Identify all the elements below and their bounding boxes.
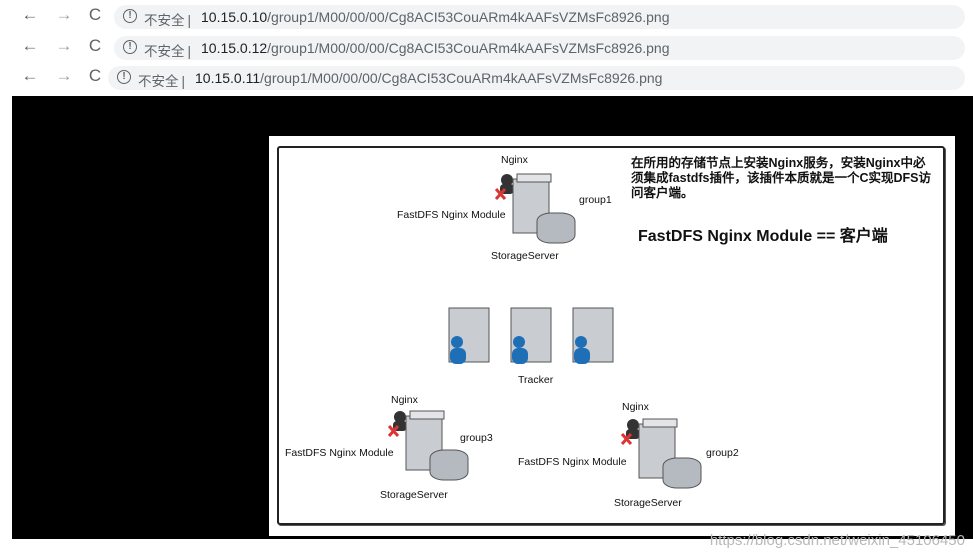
url-bar[interactable]: ! 不安全| 10.15.0.10/group1/M00/00/00/Cg8AC… bbox=[114, 5, 965, 29]
tracker-server-icon bbox=[507, 304, 557, 368]
reload-icon[interactable]: C bbox=[85, 5, 105, 25]
diagram-description: 在所用的存储节点上安装Nginx服务，安装Nginx中必须集成fastdfs插件… bbox=[631, 156, 931, 201]
nginx-label: Nginx bbox=[622, 401, 649, 413]
group-label: group2 bbox=[706, 447, 739, 459]
back-icon[interactable]: ← bbox=[20, 36, 40, 56]
storage-server-icon bbox=[619, 414, 709, 494]
insecure-label: 不安全| bbox=[144, 9, 191, 29]
address-row-2: ← → C ! 不安全| 10.15.0.12/group1/M00/00/00… bbox=[0, 33, 973, 63]
info-icon[interactable]: ! bbox=[117, 70, 131, 84]
fastdfs-diagram: Nginx FastDFS Nginx Module group1 Storag… bbox=[269, 136, 955, 536]
url-text[interactable]: 10.15.0.11/group1/M00/00/00/Cg8ACI53CouA… bbox=[195, 70, 662, 86]
reload-icon[interactable]: C bbox=[85, 36, 105, 56]
info-icon[interactable]: ! bbox=[123, 9, 137, 23]
diagram-headline: FastDFS Nginx Module == 客户端 bbox=[638, 222, 888, 246]
tracker-server-icon bbox=[445, 304, 495, 368]
module-label: FastDFS Nginx Module bbox=[397, 209, 506, 221]
forward-icon[interactable]: → bbox=[54, 5, 74, 25]
forward-icon[interactable]: → bbox=[54, 66, 74, 86]
module-label: FastDFS Nginx Module bbox=[518, 456, 627, 468]
storage-server-icon bbox=[493, 169, 583, 249]
module-label: FastDFS Nginx Module bbox=[285, 447, 394, 459]
nginx-label: Nginx bbox=[391, 394, 418, 406]
insecure-label: 不安全| bbox=[138, 70, 185, 90]
forward-icon[interactable]: → bbox=[54, 36, 74, 56]
storage-server-icon bbox=[386, 406, 476, 486]
url-bar[interactable]: ! 不安全| 10.15.0.11/group1/M00/00/00/Cg8AC… bbox=[108, 66, 965, 90]
back-icon[interactable]: ← bbox=[20, 66, 40, 86]
url-text[interactable]: 10.15.0.10/group1/M00/00/00/Cg8ACI53CouA… bbox=[201, 9, 670, 25]
insecure-label: 不安全| bbox=[144, 40, 191, 60]
address-row-3: ← → C ! 不安全| 10.15.0.11/group1/M00/00/00… bbox=[0, 63, 973, 93]
back-icon[interactable]: ← bbox=[20, 5, 40, 25]
tracker-server-icon bbox=[569, 304, 619, 368]
reload-icon[interactable]: C bbox=[85, 66, 105, 86]
storage-server-label: StorageServer bbox=[614, 497, 682, 509]
storage-server-label: StorageServer bbox=[380, 489, 448, 501]
url-text[interactable]: 10.15.0.12/group1/M00/00/00/Cg8ACI53CouA… bbox=[201, 40, 670, 56]
watermark: https://blog.csdn.net/weixin_45106450 bbox=[710, 532, 965, 549]
url-bar[interactable]: ! 不安全| 10.15.0.12/group1/M00/00/00/Cg8AC… bbox=[114, 36, 965, 60]
nginx-label: Nginx bbox=[501, 154, 528, 166]
tracker-label: Tracker bbox=[518, 374, 553, 386]
info-icon[interactable]: ! bbox=[123, 40, 137, 54]
address-row-1: ← → C ! 不安全| 10.15.0.10/group1/M00/00/00… bbox=[0, 2, 973, 32]
storage-server-label: StorageServer bbox=[491, 250, 559, 262]
group-label: group1 bbox=[579, 194, 612, 206]
